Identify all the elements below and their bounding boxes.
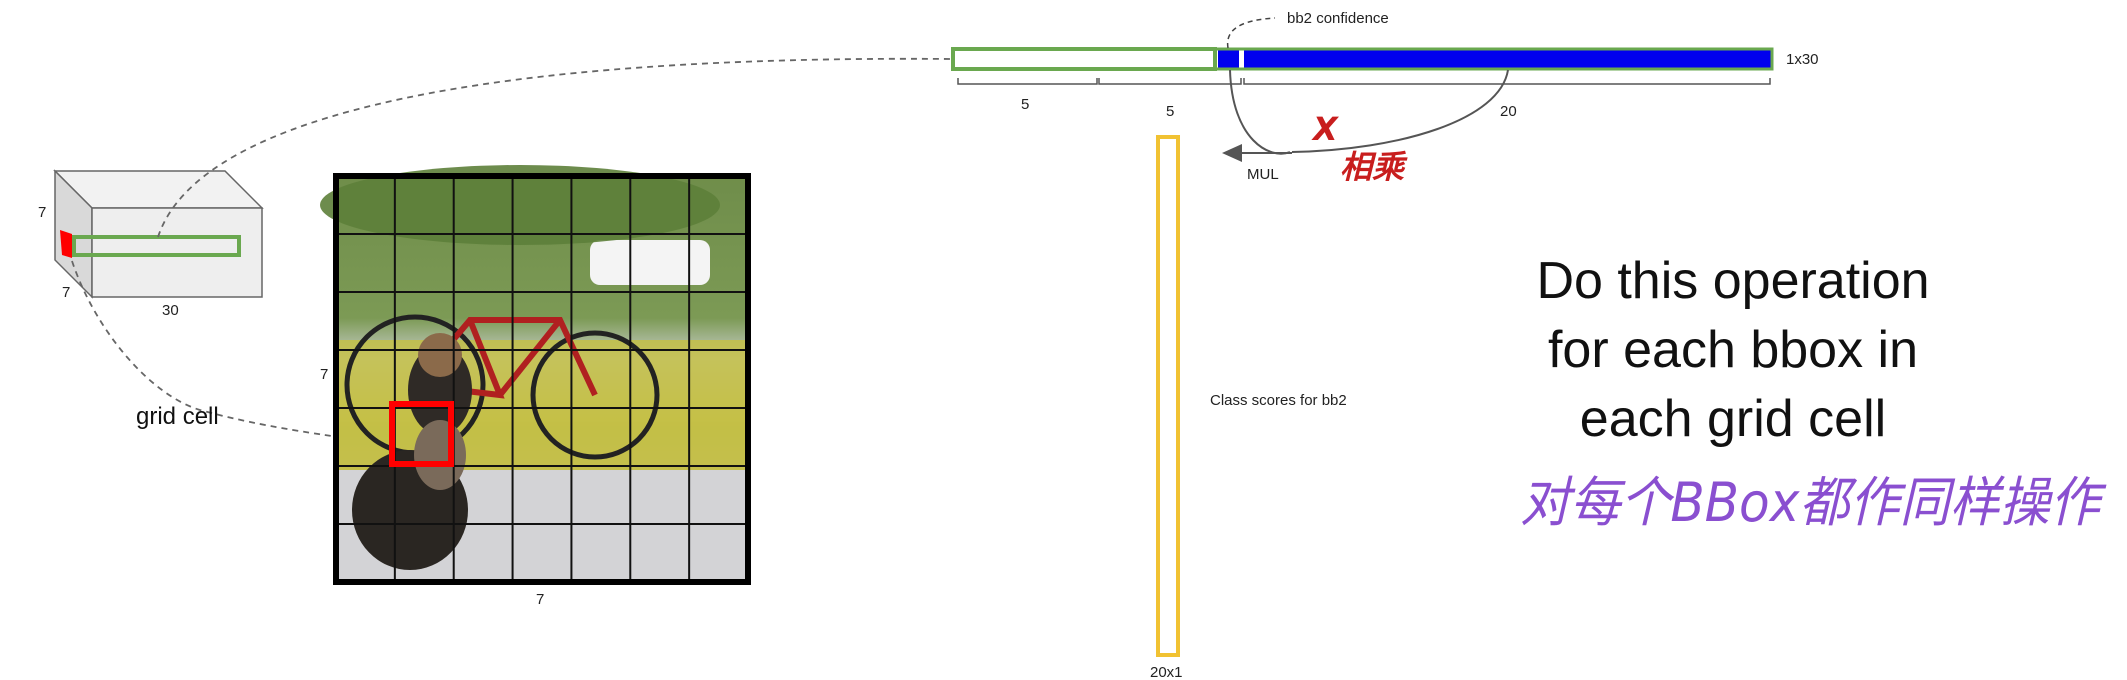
selected-grid-cell: [389, 401, 454, 467]
grid-cell-label: grid cell: [136, 403, 219, 430]
tensor-to-gridcell-dashed-link: [71, 260, 339, 438]
mul-label: MUL: [1247, 166, 1279, 183]
bracket-1: [957, 78, 1098, 85]
dog: [352, 333, 472, 570]
output-tensor: 7 7 30: [38, 169, 264, 319]
bb2-confidence-cell: [1218, 49, 1238, 69]
bracket-3: [1243, 78, 1771, 85]
class-scores-segment-blue: [1246, 49, 1772, 69]
bicycle: [344, 314, 660, 460]
segment-label-2: 5: [1166, 103, 1174, 120]
tree-canopy: [320, 165, 720, 245]
instruction-line-1: Do this operation: [1536, 252, 1929, 310]
bb2-white-gap: [1237, 48, 1246, 70]
tensor-dim-width: 30: [162, 302, 179, 319]
image-label-bottom: 7: [536, 591, 544, 608]
multiply-chinese: 相乘: [1340, 148, 1408, 186]
tensor-front-face: [91, 207, 263, 298]
bracket-2: [1098, 78, 1242, 85]
tensor-to-vector-dashed-link: [157, 57, 954, 238]
mul-curve-right: [1291, 69, 1509, 153]
instruction-line-2: for each bbox in: [1548, 321, 1918, 379]
instruction: Do this operation for each bbox in each …: [1520, 252, 2107, 534]
bbox-segment-green: [951, 47, 1217, 71]
tensor-dim-depth: 7: [62, 284, 70, 301]
segment-label-3: 20: [1500, 103, 1517, 120]
mul-curve-left: [1229, 69, 1291, 155]
confidence-label: bb2 confidence: [1287, 10, 1389, 27]
times-sign: X: [1311, 110, 1339, 148]
segment-label-1: 5: [1021, 96, 1029, 113]
tensor-green-vector: [72, 235, 241, 257]
mul-arrow-head: [1222, 144, 1242, 162]
instruction-translation: 对每个BBox都作同样操作: [1520, 471, 2107, 534]
class-score-column: Class scores for bb2 20x1: [1150, 135, 1347, 680]
input-image: 7 7 grid cell: [136, 165, 751, 608]
car: [590, 240, 710, 285]
image-grid: [336, 176, 748, 582]
multiply-operation: MUL X 相乘: [1222, 69, 1509, 186]
image-label-left: 7: [320, 366, 328, 383]
class-scores-label: Class scores for bb2: [1210, 392, 1347, 409]
class-score-bar: [1156, 135, 1180, 657]
confidence-dashed-curve: [1226, 17, 1276, 49]
vector-outline: [951, 47, 1774, 71]
instruction-line-3: each grid cell: [1580, 390, 1886, 448]
image-border: [333, 173, 751, 585]
tensor-red-cell: [60, 230, 72, 258]
class-column-size-label: 20x1: [1150, 664, 1183, 680]
prediction-vector: 1x30 5 5 20 bb2 confidence: [951, 10, 1819, 120]
tensor-dim-height: 7: [38, 204, 46, 221]
vector-size-label: 1x30: [1786, 51, 1819, 68]
